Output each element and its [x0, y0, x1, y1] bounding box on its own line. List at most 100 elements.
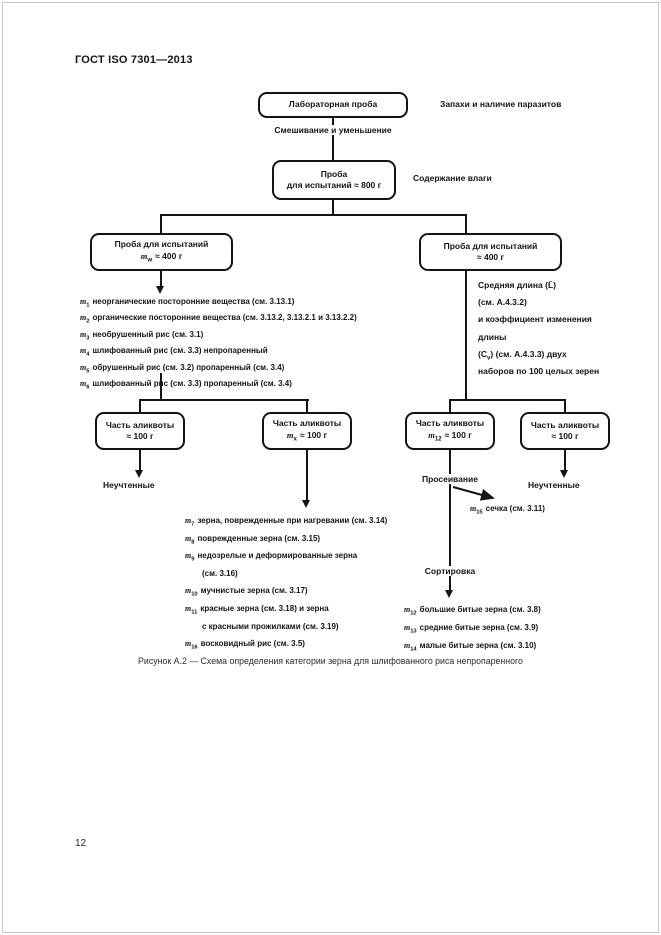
mass-subscript: 12	[410, 610, 417, 617]
mass-symbol: m	[185, 639, 192, 649]
connector-line	[160, 214, 467, 216]
sieving-label: Просеивание	[404, 474, 496, 484]
mass-symbol: m	[428, 429, 435, 440]
page-number: 12	[75, 838, 87, 849]
test-portion-400-left-line1: Проба для испытаний	[114, 239, 209, 250]
mass-value: ≈ 400 г	[155, 250, 183, 261]
test-portion-400-left-box: Проба для испытаний mw≈ 400 г	[90, 233, 233, 271]
list-item-text: зерна, поврежденные при нагревании (см. …	[197, 516, 388, 525]
list-item-continuation: с красными прожилками (см. 3.19)	[185, 620, 387, 638]
list-item-text: недозрелые и деформированные зерна	[197, 551, 358, 561]
list-item-text: органические посторонние вещества (см. 3…	[92, 313, 357, 323]
connector-line	[449, 399, 451, 412]
mass-subscript: 13	[410, 628, 417, 635]
connector-line	[465, 271, 467, 400]
note-text: наборов по 100 целых зерен	[478, 365, 600, 376]
lab-sample-label: Лабораторная проба	[288, 99, 378, 110]
mass-subscript: 6	[86, 384, 90, 391]
aliquot-box-3: Часть аликвоты m12≈ 100 г	[405, 412, 495, 450]
list-item-text: (см. 3.16)	[202, 568, 238, 578]
note-subscript: v	[486, 354, 491, 362]
connector-line	[449, 450, 451, 590]
mass-subscript: 5	[86, 368, 90, 375]
smells-parasites-note: Запахи и наличие паразитов	[440, 99, 562, 109]
list-item-text: поврежденные зерна (см. 3.15)	[197, 533, 321, 543]
list-item-text: шлифованный рис (см. 3.3) непропаренный	[92, 346, 268, 356]
mass-symbol: m	[286, 429, 294, 440]
connector-line	[306, 399, 308, 412]
connector-line	[160, 214, 162, 233]
note-text: (см. А.4.3.2)	[478, 297, 527, 308]
aliquot-box-4: Часть аликвоты ≈ 100 г	[520, 412, 610, 450]
unaccounted-right-label: Неучтенные	[528, 480, 580, 490]
list-item-text: шлифованный рис (см. 3.3) пропаренный (с…	[92, 378, 292, 388]
aliquot-mass: ≈ 100 г	[126, 431, 154, 441]
mass-subscript: 12	[434, 435, 442, 443]
average-length-note: Средняя длина (L̄) (см. А.4.3.2) и коэфф…	[478, 279, 599, 382]
connector-line	[306, 450, 308, 500]
mass-symbol: m	[80, 346, 87, 356]
mass-symbol: m	[404, 623, 411, 633]
lab-sample-box: Лабораторная проба	[258, 92, 408, 118]
mass-symbol: m	[80, 362, 87, 372]
test-portion-400-right-box: Проба для испытаний ≈ 400 г	[419, 233, 562, 271]
arrowhead-down-icon	[445, 590, 453, 598]
aliquot-label: Часть аликвоты	[272, 418, 342, 429]
diagonal-arrow-icon	[452, 486, 495, 501]
test-portion-400-left-mass: mw≈ 400 г	[141, 251, 183, 265]
mass-subscript: 14	[410, 646, 417, 653]
note-text: Средняя длина (L̄)	[478, 280, 556, 290]
list-item-text: малые битые зерна (см. 3.10)	[419, 641, 537, 651]
mass-value: ≈ 100 г	[444, 429, 472, 440]
mass-symbol: m	[185, 603, 192, 613]
list-item-continuation: (см. 3.16)	[185, 567, 387, 585]
mass-symbol: m	[185, 586, 192, 596]
aliquot-label: Часть аликвоты	[415, 418, 485, 429]
connector-line	[465, 214, 467, 233]
note-text: ) (см. А.4.3.3) двух	[490, 348, 567, 359]
mass-subscript: 11	[191, 609, 198, 616]
list-item-text: сечка (см. 3.11)	[485, 504, 545, 513]
mass-symbol: m	[80, 378, 87, 388]
note-text: (C	[478, 348, 487, 359]
list-item-text: средние битые зерна (см. 3.9)	[419, 623, 539, 633]
test-portion-800-line1: Проба	[320, 168, 348, 179]
aliquot-label: Часть аликвоты	[530, 419, 600, 430]
mass-symbol: m	[80, 313, 87, 323]
connector-line	[564, 450, 566, 470]
aliquot-label: Часть аликвоты	[105, 419, 175, 430]
mass-symbol: m	[404, 641, 411, 651]
list-item-text: красные зерна (см. 3.18) и зерна	[200, 603, 329, 613]
note-line: (см. А.4.3.2)	[478, 296, 599, 313]
connector-line	[449, 399, 566, 401]
mass-subscript: w	[147, 256, 153, 264]
unaccounted-left-label: Неучтенные	[103, 480, 155, 490]
connector-line	[564, 399, 566, 412]
mass-subscript: 10	[191, 591, 198, 598]
sorting-label: Сортировка	[404, 566, 496, 576]
list-item-text: мучнистые зерна (см. 3.17)	[200, 586, 308, 596]
arrowhead-down-icon	[560, 470, 568, 478]
mass-symbol: m	[80, 297, 87, 306]
note-text: и коэффициент изменения	[478, 314, 592, 325]
mass-subscript: 1	[86, 302, 90, 309]
list-item-text: неорганические посторонние вещества (см.…	[92, 297, 295, 306]
connector-line	[139, 450, 141, 470]
mass-subscript: x	[293, 435, 297, 443]
figure-caption: Рисунок А.2 — Схема определения категори…	[138, 656, 523, 666]
connector-line	[332, 200, 334, 216]
note-line: длины	[478, 331, 599, 348]
